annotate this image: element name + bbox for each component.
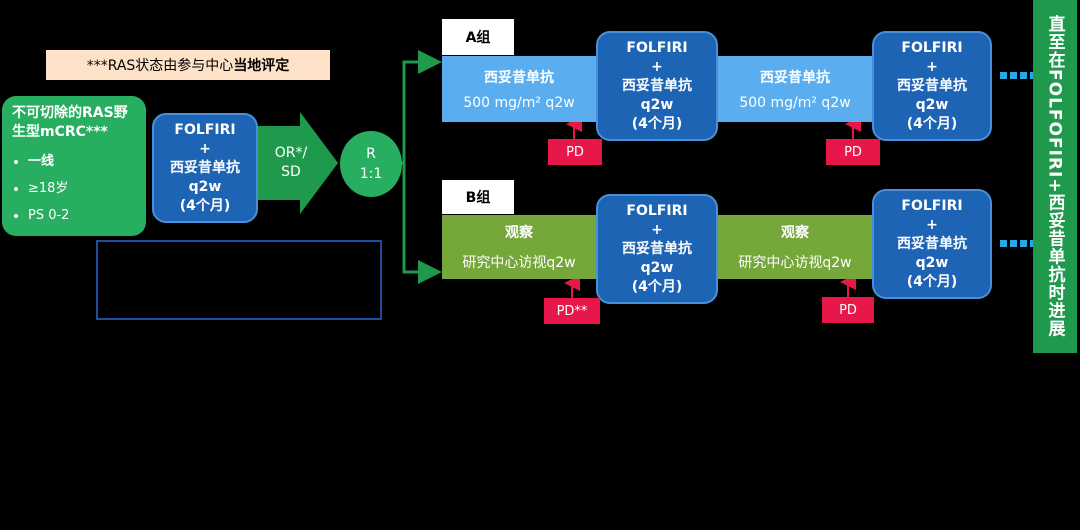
- arm-b-folfiri-1: FOLFIRI + 西妥昔单抗 q2w (4个月): [596, 194, 718, 304]
- folfiri-line: FOLFIRI: [901, 39, 963, 56]
- induction-line: +: [199, 140, 211, 157]
- population-card: 不可切除的RAS野生型mCRC*** 一线 ≥18岁 PS 0-2: [2, 96, 146, 236]
- randomize-line: 1:1: [359, 166, 383, 182]
- arm-b-pd-2: PD: [822, 297, 874, 323]
- big-arrow: [258, 112, 338, 214]
- induction-box: FOLFIRI + 西妥昔单抗 q2w (4个月): [152, 113, 258, 223]
- branch-line-b: [402, 163, 442, 284]
- folfiri-line: FOLFIRI: [901, 197, 963, 214]
- arm-a-maintenance-1: 西妥昔单抗 500 mg/m² q2w: [442, 56, 596, 122]
- maint-dose: 500 mg/m² q2w: [463, 95, 575, 111]
- folfiri-line: 西妥昔单抗: [622, 77, 692, 94]
- folfiri-line: FOLFIRI: [626, 39, 688, 56]
- note-prefix: ***RAS状态由参与中心: [86, 58, 234, 74]
- obs-detail: 研究中心访视q2w: [462, 255, 576, 271]
- folfiri-line: (4个月): [631, 115, 683, 132]
- induction-line: FOLFIRI: [174, 121, 236, 138]
- folfiri-line: 西妥昔单抗: [622, 240, 692, 257]
- randomize-line: R: [366, 146, 376, 162]
- folfiri-line: FOLFIRI: [626, 202, 688, 219]
- bullet-item: ≥18岁: [28, 175, 136, 202]
- folfiri-line: 西妥昔单抗: [897, 235, 967, 252]
- arm-b-observation-1: 观察 研究中心访视q2w: [442, 215, 596, 279]
- response-label: OR*/ SD: [274, 145, 308, 180]
- folfiri-line: q2w: [640, 259, 674, 276]
- arm-b-folfiri-2: FOLFIRI + 西妥昔单抗 q2w (4个月): [872, 189, 992, 299]
- folfiri-line: +: [926, 58, 938, 75]
- arm-a-folfiri-2: FOLFIRI + 西妥昔单抗 q2w (4个月): [872, 31, 992, 141]
- ras-status-note: ***RAS状态由参与中心当地评定: [46, 50, 330, 80]
- bullet-item: 一线: [28, 148, 136, 175]
- arm-a-maintenance-2: 西妥昔单抗 500 mg/m² q2w: [718, 56, 872, 122]
- maint-title: 西妥昔单抗: [484, 70, 554, 86]
- arm-b-continuation-dots: [1000, 240, 1037, 247]
- folfiri-line: +: [651, 221, 663, 238]
- note-bold: 当地评定: [233, 58, 290, 74]
- population-bullets: 一线 ≥18岁 PS 0-2: [12, 148, 136, 229]
- arm-b-pd-1: PD**: [544, 298, 600, 324]
- population-title: 不可切除的RAS野生型mCRC***: [12, 105, 128, 140]
- folfiri-line: (4个月): [906, 273, 958, 290]
- arm-a-pd-2: PD: [826, 139, 880, 165]
- maint-dose: 500 mg/m² q2w: [739, 95, 851, 111]
- maint-title: 西妥昔单抗: [760, 70, 830, 86]
- folfiri-line: (4个月): [631, 278, 683, 295]
- arm-a-pd-1: PD: [548, 139, 602, 165]
- folfiri-line: q2w: [915, 96, 949, 113]
- folfiri-line: 西妥昔单抗: [897, 77, 967, 94]
- randomization-circle: R 1:1: [340, 131, 402, 197]
- induction-line: 西妥昔单抗: [170, 159, 240, 176]
- empty-outline-box: [96, 240, 382, 320]
- arm-b-label: B组: [442, 180, 514, 214]
- bullet-item: PS 0-2: [28, 202, 136, 229]
- folfiri-line: +: [651, 58, 663, 75]
- obs-detail: 研究中心访视q2w: [738, 255, 852, 271]
- end-condition-label: 直至在FOLFOFIRI+西妥昔单抗时进展: [1033, 0, 1077, 353]
- induction-line: q2w: [188, 178, 222, 195]
- arm-a-continuation-dots: [1000, 72, 1037, 79]
- induction-line: (4个月): [179, 197, 231, 214]
- folfiri-line: (4个月): [906, 115, 958, 132]
- branch-line-a: [400, 50, 442, 165]
- obs-title: 观察: [781, 225, 809, 241]
- arm-b-observation-2: 观察 研究中心访视q2w: [718, 215, 872, 279]
- arm-a-folfiri-1: FOLFIRI + 西妥昔单抗 q2w (4个月): [596, 31, 718, 141]
- folfiri-line: q2w: [915, 254, 949, 271]
- arm-a-label: A组: [442, 19, 514, 55]
- obs-title: 观察: [505, 225, 533, 241]
- folfiri-line: q2w: [640, 96, 674, 113]
- folfiri-line: +: [926, 216, 938, 233]
